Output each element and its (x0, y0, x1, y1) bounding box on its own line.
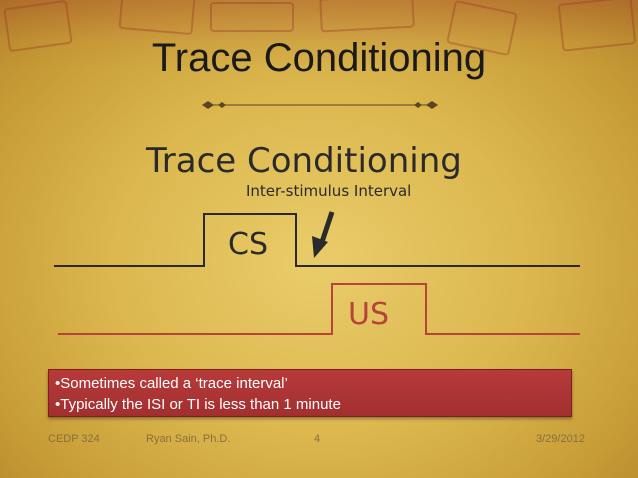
diagram-heading: Trace Conditioning (145, 141, 462, 181)
bullet-item: •Sometimes called a ‘trace interval’ (55, 375, 288, 392)
isi-arrow-icon (312, 211, 335, 258)
trace-diagram: Trace Conditioning Inter-stimulus Interv… (54, 141, 580, 335)
bullet-box: •Sometimes called a ‘trace interval’ •Ty… (48, 369, 572, 417)
slide-title: Trace Conditioning (151, 36, 487, 80)
title-ornament (202, 101, 438, 109)
cs-label: CS (228, 227, 268, 262)
footer-course: CEDP 324 (48, 433, 100, 445)
footer-date: 3/29/2012 (536, 433, 585, 445)
diagram-subheading: Inter-stimulus Interval (246, 182, 411, 200)
footer-author: Ryan Sain, Ph.D. (146, 433, 231, 445)
footer-page-number: 4 (314, 433, 321, 445)
cs-signal-line (54, 213, 580, 267)
stamp-texture (0, 0, 638, 70)
us-label: US (348, 297, 389, 332)
us-signal-line (58, 283, 580, 335)
bullet-item: •Typically the ISI or TI is less than 1 … (55, 396, 341, 413)
